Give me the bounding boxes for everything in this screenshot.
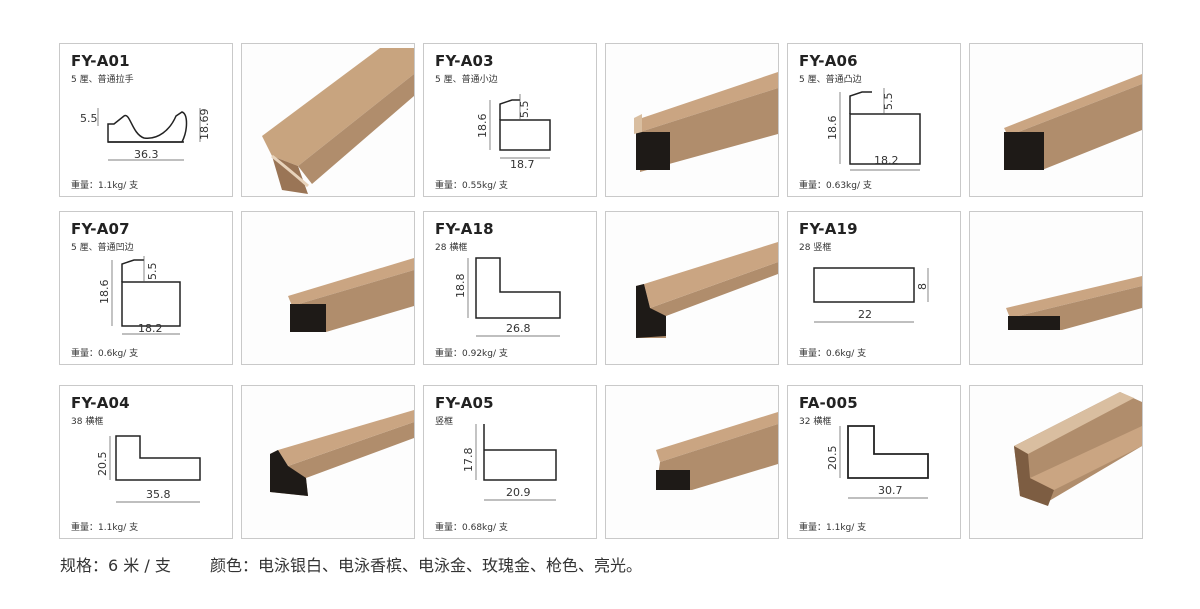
dim-label: 18.6 bbox=[826, 116, 839, 141]
product-code: FY-A01 bbox=[71, 52, 130, 70]
product-code: FY-A06 bbox=[799, 52, 858, 70]
dim-label: 36.3 bbox=[134, 148, 159, 161]
product-desc: 5 厘、普通凸边 bbox=[799, 75, 862, 85]
spec-card-fy-a19: FY-A19 28 竖框 8 22 重量：0.6kg/ 支 bbox=[787, 211, 961, 365]
spec-card-fy-a05: FY-A05 竖框 17.8 20.9 重量：0.68kg/ 支 bbox=[423, 385, 597, 539]
product-photo bbox=[605, 211, 779, 365]
product-weight: 重量：0.6kg/ 支 bbox=[71, 349, 139, 359]
product-desc: 32 横框 bbox=[799, 417, 832, 427]
profile-render bbox=[270, 410, 414, 496]
profile-drawing: 5.5 18.6 18.2 bbox=[826, 88, 921, 171]
product-weight: 重量：0.6kg/ 支 bbox=[799, 349, 867, 359]
dim-label: 18.8 bbox=[454, 274, 467, 299]
product-photo bbox=[605, 43, 779, 197]
spec-card-fy-a03: FY-A03 5 厘、普通小边 5.5 18.6 18.7 重量：0.55kg/… bbox=[423, 43, 597, 197]
profile-drawing: 18.8 26.8 bbox=[454, 257, 561, 337]
dim-label: 18.2 bbox=[874, 154, 899, 167]
product-weight: 重量：0.63kg/ 支 bbox=[799, 181, 872, 191]
dim-label: 35.8 bbox=[146, 488, 171, 501]
product-weight: 重量：1.1kg/ 支 bbox=[799, 523, 867, 533]
product-code: FY-A19 bbox=[799, 220, 858, 238]
profile-render bbox=[1006, 276, 1142, 330]
product-desc: 5 厘、普通拉手 bbox=[71, 75, 134, 85]
dim-label: 18.69 bbox=[198, 109, 211, 141]
product-code: FY-A03 bbox=[435, 52, 494, 70]
footer-info: 规格：6 米 / 支 颜色：电泳银白、电泳香槟、电泳金、玫瑰金、枪色、亮光。 bbox=[60, 552, 676, 576]
dim-label: 22 bbox=[858, 308, 872, 321]
spec-card-fy-a04: FY-A04 38 横框 20.5 35.8 重量：1.1kg/ 支 bbox=[59, 385, 233, 539]
spec-card-fy-a07: FY-A07 5 厘、普通凹边 5.5 18.6 18.2 重量：0.6kg/ … bbox=[59, 211, 233, 365]
product-photo bbox=[969, 211, 1143, 365]
product-code: FY-A07 bbox=[71, 220, 130, 238]
dim-label: 18.2 bbox=[138, 322, 163, 335]
dim-label: 20.9 bbox=[506, 486, 531, 499]
dim-label: 18.6 bbox=[476, 114, 489, 139]
spec-card-fy-a06: FY-A06 5 厘、普通凸边 5.5 18.6 18.2 重量：0.63kg/… bbox=[787, 43, 961, 197]
profile-render bbox=[656, 412, 778, 490]
product-weight: 重量：1.1kg/ 支 bbox=[71, 523, 139, 533]
product-desc: 5 厘、普通小边 bbox=[435, 75, 498, 85]
profile-render bbox=[1004, 74, 1142, 170]
dim-label: 5.5 bbox=[518, 101, 531, 119]
product-code: FA-005 bbox=[799, 394, 858, 412]
product-code: FY-A05 bbox=[435, 394, 494, 412]
profile-render bbox=[636, 242, 778, 338]
product-weight: 重量：0.68kg/ 支 bbox=[435, 523, 508, 533]
spec-card-fy-a01: FY-A01 5 厘、普通拉手 5.5 18.69 36.3 重量：1.1kg/… bbox=[59, 43, 233, 197]
spec-text: 规格：6 米 / 支 bbox=[60, 556, 171, 575]
product-desc: 28 横框 bbox=[435, 243, 468, 253]
profile-render bbox=[634, 72, 778, 172]
dim-label: 20.5 bbox=[96, 452, 109, 477]
product-desc: 竖框 bbox=[435, 417, 454, 427]
colors-text: 颜色：电泳银白、电泳香槟、电泳金、玫瑰金、枪色、亮光。 bbox=[209, 556, 642, 575]
profile-drawing: 5.5 18.6 18.2 bbox=[98, 256, 181, 335]
dim-label: 8 bbox=[916, 283, 929, 290]
product-photo bbox=[241, 43, 415, 197]
profile-drawing: 5.5 18.69 36.3 bbox=[80, 108, 211, 161]
product-photo bbox=[969, 43, 1143, 197]
product-desc: 38 横框 bbox=[71, 417, 104, 427]
product-code: FY-A18 bbox=[435, 220, 494, 238]
spec-card-fa-005: FA-005 32 横框 20.5 30.7 重量：1.1kg/ 支 bbox=[787, 385, 961, 539]
profile-drawing: 17.8 20.9 bbox=[462, 424, 557, 501]
product-photo bbox=[241, 385, 415, 539]
profile-render bbox=[288, 258, 414, 332]
spec-card-fy-a18: FY-A18 28 横框 18.8 26.8 重量：0.92kg/ 支 bbox=[423, 211, 597, 365]
product-photo bbox=[241, 211, 415, 365]
product-photo bbox=[605, 385, 779, 539]
dim-label: 5.5 bbox=[80, 112, 98, 125]
product-desc: 28 竖框 bbox=[799, 243, 832, 253]
dim-label: 20.5 bbox=[826, 446, 839, 471]
dim-label: 17.8 bbox=[462, 448, 475, 473]
product-weight: 重量：0.55kg/ 支 bbox=[435, 181, 508, 191]
product-weight: 重量：0.92kg/ 支 bbox=[435, 349, 508, 359]
profile-render bbox=[262, 48, 414, 194]
profile-drawing: 20.5 35.8 bbox=[96, 435, 201, 503]
dim-label: 26.8 bbox=[506, 322, 531, 335]
product-weight: 重量：1.1kg/ 支 bbox=[71, 181, 139, 191]
dim-label: 5.5 bbox=[882, 93, 895, 111]
profile-drawing: 8 22 bbox=[813, 267, 929, 323]
profile-drawing: 5.5 18.6 18.7 bbox=[476, 94, 551, 171]
product-photo bbox=[969, 385, 1143, 539]
product-desc: 5 厘、普通凹边 bbox=[71, 243, 134, 253]
dim-label: 18.7 bbox=[510, 158, 535, 171]
profile-render bbox=[1014, 392, 1142, 506]
dim-label: 5.5 bbox=[146, 263, 159, 281]
dim-label: 30.7 bbox=[878, 484, 903, 497]
dim-label: 18.6 bbox=[98, 280, 111, 305]
product-code: FY-A04 bbox=[71, 394, 130, 412]
profile-drawing: 20.5 30.7 bbox=[826, 425, 929, 499]
